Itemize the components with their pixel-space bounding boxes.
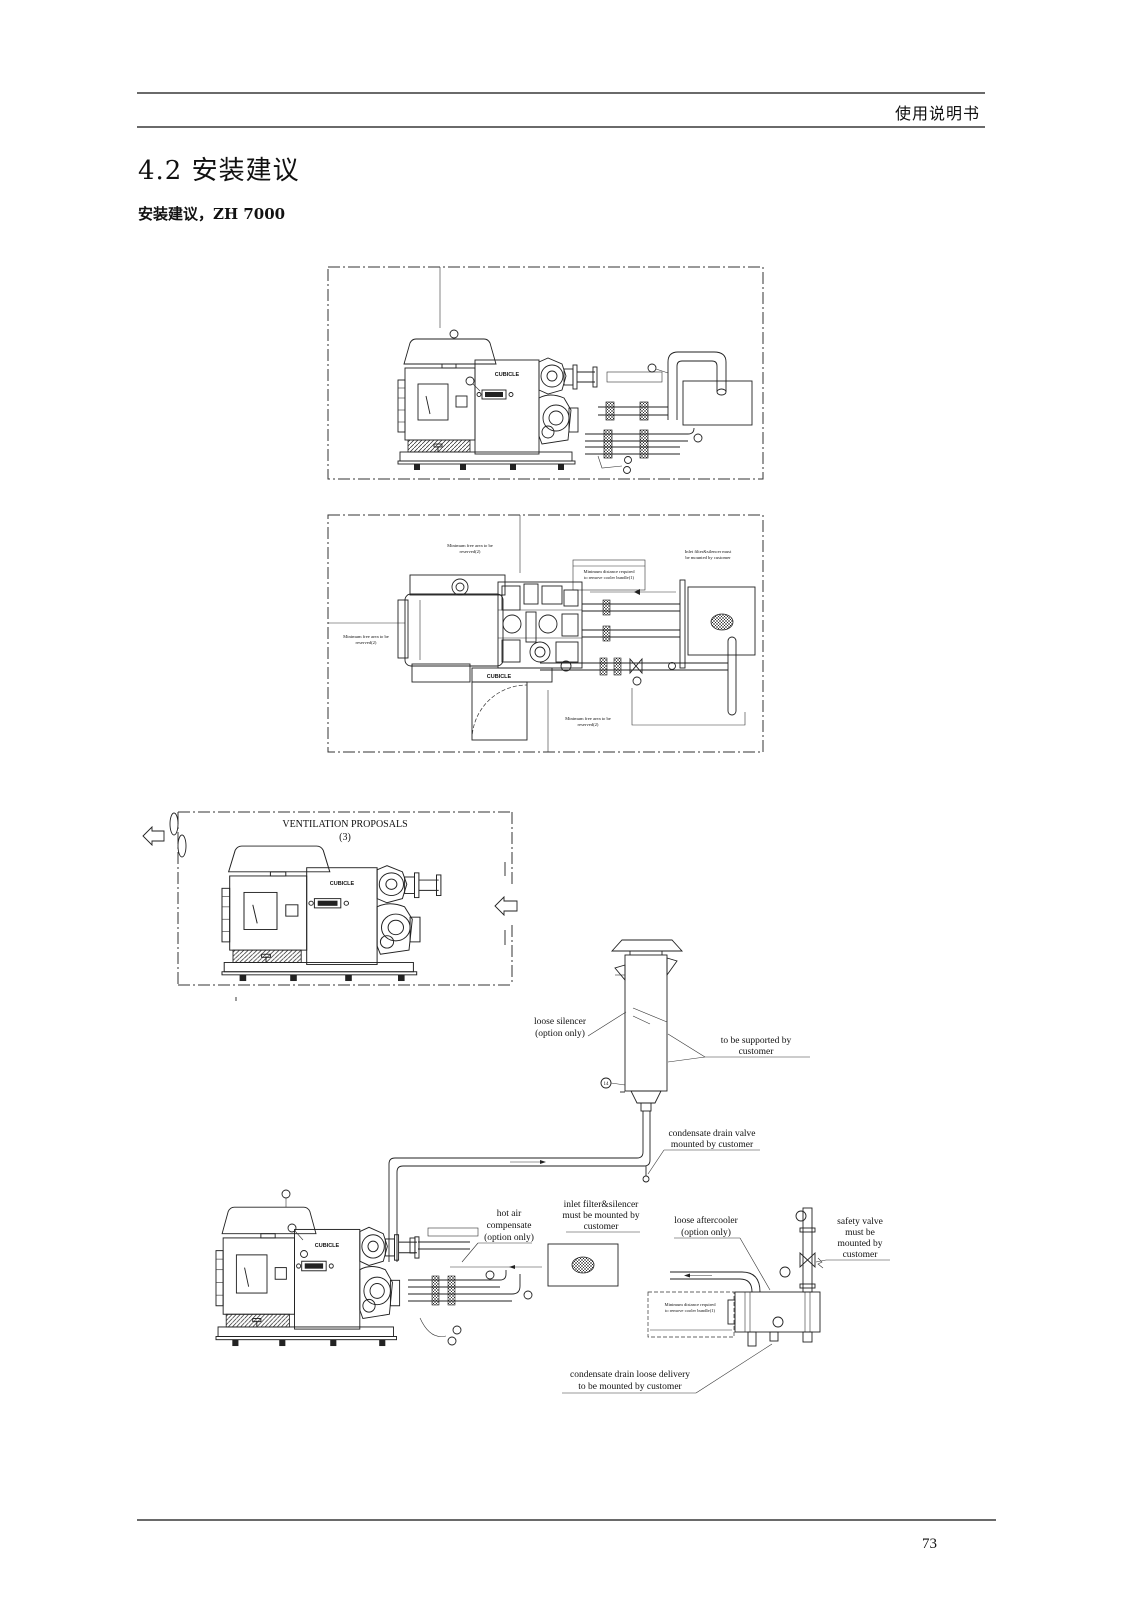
air-in-arrow-icon: [494, 895, 518, 917]
drain-valve-label-line1: condensate drain valve: [668, 1129, 755, 1139]
free-area-top-line1: Minimum free area to be: [447, 543, 493, 548]
side-view-drawing: CUBICLE: [327, 266, 764, 480]
safety-valve-label-line2: must be: [845, 1228, 875, 1238]
inlet-filter-top-line2: be mounted by customer: [685, 555, 731, 560]
drain-delivery-label-line1: condensate drain loose delivery: [570, 1370, 690, 1380]
section-subtitle: 安装建议，ZH 7000: [138, 205, 286, 223]
ventilation-title: VENTILATION PROPOSALS: [282, 819, 407, 830]
safety-valve-label-line1: safety valve: [837, 1216, 883, 1227]
cooler-bundle-label-line2: to remove cooler bundle(1): [665, 1308, 716, 1313]
free-area-top-line2: reserved(2): [460, 549, 481, 554]
aftercooler-label-line2: (option only): [681, 1227, 731, 1238]
supported-label-line1: to be supported by: [721, 1036, 792, 1046]
cooler-bundle-top-line2: to remove cooler bundle(1): [584, 575, 635, 580]
inlet-filter-top-line1: Inlet filter&silencer must: [685, 549, 732, 554]
inlet-filter-label-line3: customer: [584, 1222, 620, 1232]
loose-silencer-label-line1: loose silencer: [534, 1017, 587, 1027]
aftercooler-label-line1: loose aftercooler: [674, 1215, 738, 1226]
ventilation-note: (3): [339, 832, 351, 843]
cooler-bundle-label-line1: Minimum distance required: [664, 1302, 716, 1307]
section-title: 4.2 安装建议: [138, 156, 300, 186]
cubicle-label-installation: CUBICLE: [315, 1243, 340, 1249]
compressor-top-view-block: [497, 581, 583, 669]
drain-delivery-label-line2: to be mounted by customer: [578, 1382, 682, 1392]
free-area-bottom-line2: reserved(2): [578, 722, 599, 727]
supported-label-line2: customer: [739, 1047, 775, 1057]
free-area-left-line2: reserved(2): [356, 640, 377, 645]
loose-silencer: [610, 939, 684, 1112]
silencer-callout-number: 14: [604, 1082, 610, 1087]
compressor-ventilation-view: [221, 845, 442, 982]
safety-valve-icon: [799, 1251, 816, 1269]
free-area-bottom-line1: Minimum free area to be: [565, 716, 611, 721]
compressor-side-view: [397, 338, 598, 471]
top-view-drawing: Minimum free area to be reserved(2) Mini…: [327, 514, 764, 753]
air-out-arrow-icon: [142, 825, 165, 847]
safety-valve-label-line3: mounted by: [837, 1239, 882, 1249]
hot-air-label-line1: hot air: [497, 1209, 522, 1219]
inlet-filter-label-line1: inlet filter&silencer: [564, 1199, 639, 1210]
cubicle-label-top: CUBICLE: [487, 674, 512, 680]
free-area-left-line1: Minimum free area to be: [343, 634, 389, 639]
hot-air-label-line3: (option only): [484, 1232, 534, 1243]
page-number: 73: [922, 1536, 937, 1552]
loose-silencer-label-line2: (option only): [535, 1028, 585, 1039]
compressor-installation-view: [215, 1206, 420, 1347]
inlet-filter-label-line2: must be mounted by: [562, 1211, 640, 1221]
manual-header-title: 使用说明书: [894, 104, 980, 123]
installation-drawing: loose silencer (option only) to be suppo…: [215, 939, 890, 1394]
ventilation-drawing: VENTILATION PROPOSALS (3) CUBICLE: [142, 811, 518, 1001]
loose-aftercooler: [670, 1207, 824, 1347]
cubicle-label: CUBICLE: [495, 372, 520, 378]
inlet-filter-box: [547, 1243, 619, 1287]
safety-valve-label-line4: customer: [843, 1250, 879, 1260]
cubicle-label-ventilation: CUBICLE: [330, 881, 355, 887]
cooler-bundle-top-line1: Minimum distance required: [583, 569, 635, 574]
fan-icon: [169, 812, 179, 836]
hot-air-label-line2: compensate: [487, 1221, 532, 1231]
drain-valve-label-line2: mounted by customer: [671, 1140, 754, 1150]
